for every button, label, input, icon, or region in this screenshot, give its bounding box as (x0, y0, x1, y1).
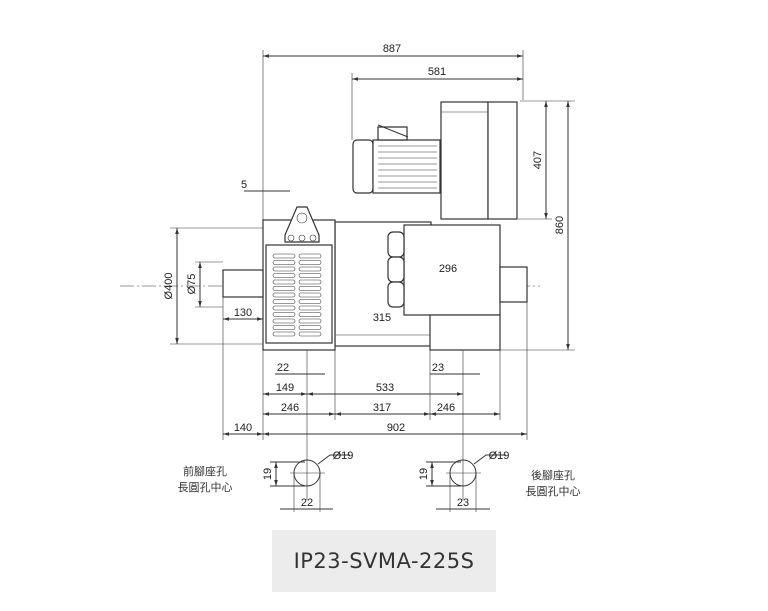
vent-slot (272, 273, 296, 278)
rear-hole-label-1: 後腳座孔 (531, 468, 575, 482)
vent-slot (298, 292, 322, 298)
model-name-label: IP23-SVMA-225S (272, 530, 496, 592)
dim-23: 23 (432, 362, 444, 374)
dim-140: 140 (234, 422, 252, 434)
vent-slot (272, 260, 296, 265)
dim-533: 533 (376, 382, 394, 394)
front-hole-label-2: 長圓孔中心 (178, 481, 233, 494)
front-hole-height: 19 (262, 468, 274, 480)
dim-581: 581 (428, 66, 446, 78)
vent-slot (272, 299, 296, 304)
dim-317: 317 (373, 402, 391, 414)
vent-slot (298, 253, 322, 259)
dim-shaft-dia: Ø75 (186, 274, 198, 295)
dim-22: 22 (277, 362, 289, 374)
dim-860: 860 (554, 216, 566, 234)
main-motor (222, 206, 528, 351)
front-hole-dia: Ø19 (333, 450, 354, 462)
dim-315: 315 (373, 312, 391, 324)
vent-slot (272, 318, 296, 324)
vent-slot (298, 305, 322, 311)
dim-149: 149 (276, 382, 294, 394)
dim-902: 902 (387, 422, 405, 434)
vent-slot (298, 286, 322, 291)
vent-slot (298, 325, 322, 330)
dim-296: 296 (439, 263, 457, 275)
rear-hole-height: 19 (418, 468, 430, 480)
vent-slot (298, 273, 322, 278)
vent-slot (272, 305, 296, 311)
rear-hole-dia: Ø19 (489, 450, 510, 462)
dim-246-front: 246 (281, 402, 299, 414)
vent-slot (298, 279, 322, 285)
vent-slot (298, 260, 322, 265)
vent-slot (272, 312, 296, 317)
small-dim-lines (244, 190, 490, 510)
dim-frame-dia: Ø400 (163, 273, 175, 300)
dimension-labels: 887 581 407 860 5 Ø400 Ø75 130 315 296 2… (163, 43, 581, 509)
dim-407: 407 (532, 151, 544, 169)
rear-hole-width: 23 (457, 497, 469, 509)
front-hole-width: 22 (301, 497, 313, 509)
vent-slot (272, 266, 296, 272)
dimension-lines (175, 54, 570, 436)
vent-slot (272, 286, 296, 291)
vent-slot (272, 292, 296, 298)
vent-slot (298, 312, 322, 317)
cooling-fan-assembly (352, 101, 518, 220)
vent-slot (272, 325, 296, 330)
model-name: IP23-SVMA-225S (293, 549, 475, 573)
front-hole-label-1: 前腳座孔 (183, 464, 227, 478)
vent-slot (272, 253, 296, 259)
rear-hole-label-2: 長圓孔中心 (526, 485, 581, 498)
dim-130: 130 (234, 307, 252, 319)
front-foot-hole (270, 454, 350, 512)
dim-246-rear: 246 (437, 402, 455, 414)
vent-slot (298, 318, 322, 324)
dim-5: 5 (241, 179, 247, 191)
vent-slot (298, 331, 322, 337)
vent-slot (298, 299, 322, 304)
dim-887: 887 (383, 43, 401, 55)
vent-slot (272, 279, 296, 285)
vent-slot (298, 266, 322, 272)
rear-foot-hole (426, 454, 506, 512)
vent-slot (272, 331, 296, 337)
